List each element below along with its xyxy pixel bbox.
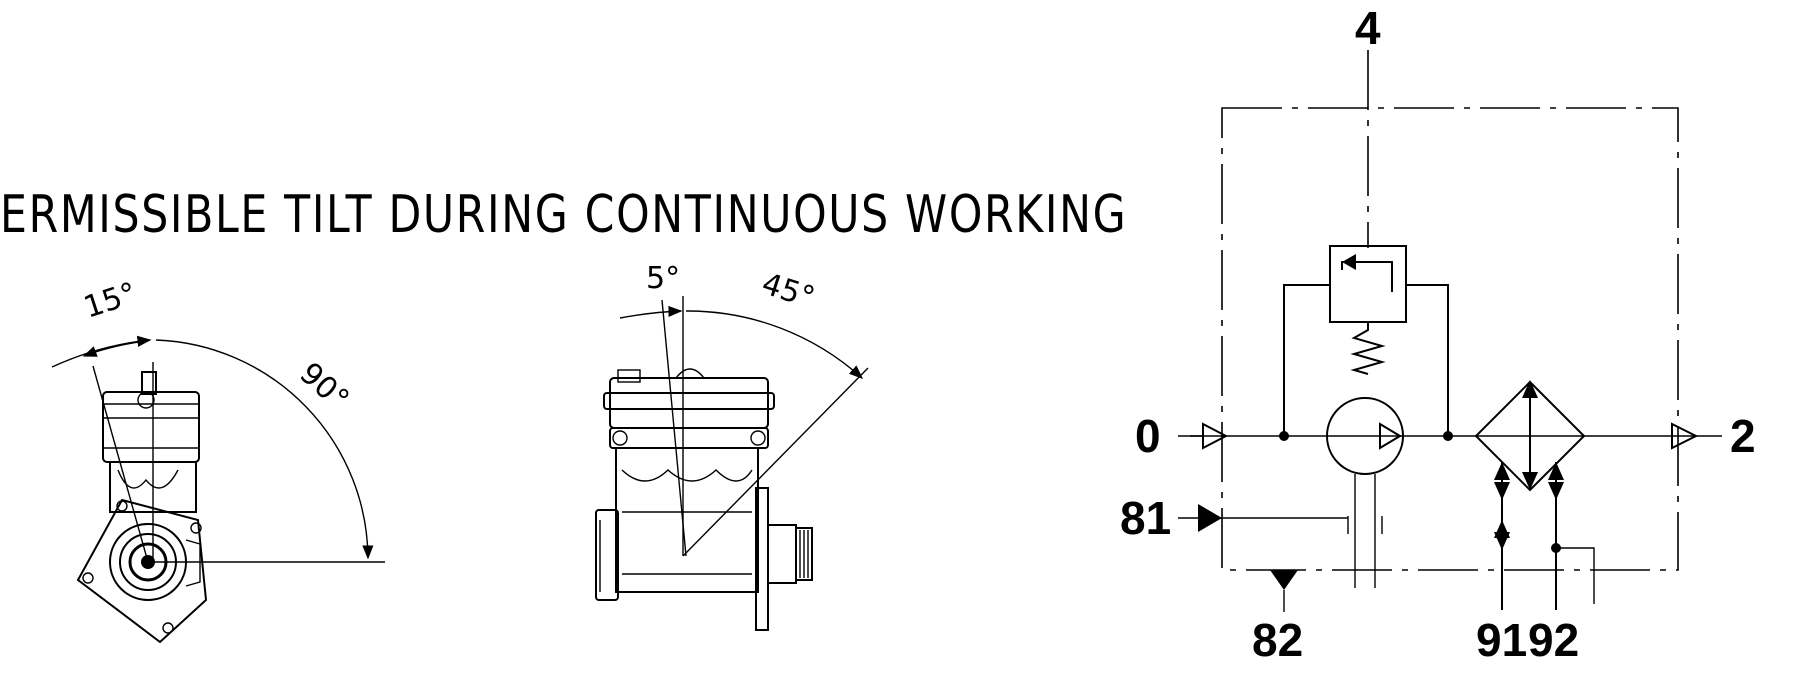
schematic-enclosure: [1221, 107, 1679, 571]
angle-45-arc: [685, 310, 864, 379]
tilt-5-line: [661, 299, 687, 557]
angle-45-label: 45°: [758, 266, 819, 316]
front-view-compressor: 5° 45°: [595, 261, 869, 631]
compressor-symbol: [1326, 397, 1404, 475]
port-label-81: 81: [1120, 492, 1171, 544]
port-label-91: 91: [1476, 614, 1527, 666]
front-cylinder-head: [609, 377, 769, 429]
valve-stub: [141, 371, 157, 395]
side-view-compressor: 15° 90°: [51, 276, 385, 644]
drive-spline: [795, 527, 813, 581]
angle-15-label: 15°: [80, 276, 141, 326]
relief-valve-arrow: [1341, 261, 1393, 292]
angle-90-label: 90°: [293, 356, 356, 418]
port-label-92: 92: [1528, 614, 1579, 666]
angle-5-label: 5°: [646, 261, 680, 296]
port-label-2: 2: [1730, 410, 1756, 462]
cylinder-head: [102, 391, 200, 463]
angle-90-arc: [155, 339, 374, 560]
drawing-title: ERMISSIBLE TILT DURING CONTINUOUS WORKIN…: [0, 185, 1127, 245]
left-end-cap: [595, 509, 619, 601]
port-82-drain: [1270, 570, 1298, 590]
tilt-45-line: [682, 367, 869, 557]
angle-15-arc: [51, 335, 152, 368]
mounting-flange: [76, 498, 208, 644]
port-81-pilot: [1198, 504, 1222, 532]
relief-valve: [1329, 245, 1407, 323]
port-2-outlet: [1671, 422, 1699, 450]
port-label-4: 4: [1355, 2, 1381, 54]
pneumatic-schematic: 4 0 2 81 82 91 92: [1120, 2, 1756, 666]
junction-dot: [1443, 431, 1453, 441]
port-label-0: 0: [1135, 410, 1161, 462]
port-label-82: 82: [1252, 614, 1303, 666]
tilt-15-line: [92, 365, 149, 563]
angle-5-arc: [619, 305, 683, 319]
front-cylinder-body: [615, 448, 759, 593]
valve-spring: [1350, 322, 1386, 375]
junction-dot: [1279, 431, 1289, 441]
